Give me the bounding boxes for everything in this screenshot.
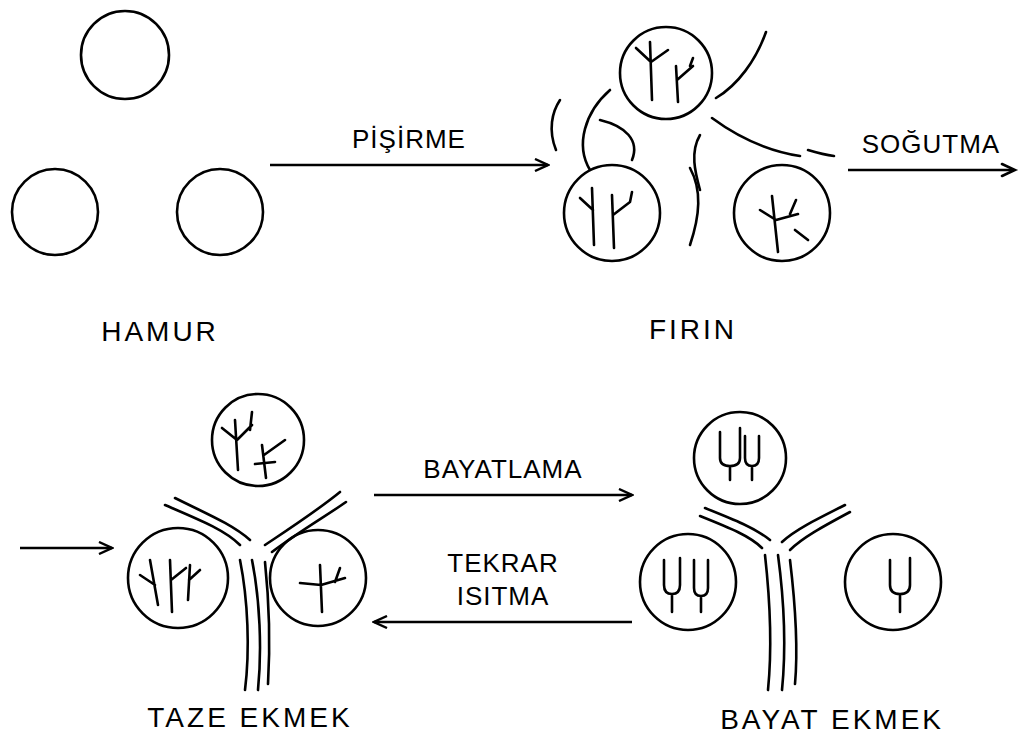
starch-stroke bbox=[552, 100, 560, 150]
starch-stroke bbox=[790, 512, 850, 550]
state-group: HAMUR bbox=[8, 8, 270, 352]
state-group: FIRIN bbox=[548, 20, 848, 350]
state-label: TAZE EKMEK bbox=[147, 703, 352, 734]
state-group: BAYAT EKMEK bbox=[632, 400, 948, 740]
process-label: SOĞUTMA bbox=[859, 128, 1003, 161]
starch-stroke bbox=[778, 555, 784, 690]
process-label: BAYATLAMA bbox=[420, 453, 585, 486]
starch-stroke bbox=[580, 188, 632, 248]
starch-stroke bbox=[212, 394, 304, 486]
starch-stroke bbox=[620, 27, 712, 119]
starch-stroke bbox=[700, 516, 762, 548]
state-label: HAMUR bbox=[101, 317, 219, 348]
starch-stroke bbox=[845, 534, 941, 630]
process-arrow bbox=[270, 164, 548, 166]
starch-stroke bbox=[600, 120, 634, 160]
starch-stroke bbox=[564, 165, 660, 261]
dough-granules bbox=[12, 11, 263, 255]
process-label: TEKRAR ISITMA bbox=[444, 547, 561, 612]
starch-stroke bbox=[177, 169, 263, 255]
state-label: FIRIN bbox=[649, 315, 737, 346]
starch-stroke bbox=[272, 502, 346, 552]
starch-stroke bbox=[720, 428, 759, 480]
starch-stroke bbox=[782, 505, 845, 542]
starch-stroke bbox=[240, 560, 248, 690]
fresh-bread-granules bbox=[128, 394, 366, 690]
starch-stroke bbox=[175, 498, 250, 540]
starch-stroke bbox=[265, 492, 340, 545]
starch-stroke bbox=[265, 562, 269, 684]
starch-stroke bbox=[790, 560, 796, 684]
starch-stroke bbox=[690, 168, 698, 245]
starch-stroke bbox=[808, 150, 834, 156]
starch-stroke bbox=[734, 165, 830, 261]
starch-stroke bbox=[890, 558, 910, 612]
process-arrow bbox=[374, 494, 632, 496]
starch-stroke bbox=[716, 32, 766, 98]
starch-stroke bbox=[765, 555, 770, 690]
starch-stroke bbox=[12, 169, 98, 255]
starch-stroke bbox=[140, 560, 200, 612]
process-label: PİŞİRME bbox=[349, 123, 469, 156]
starch-stroke bbox=[712, 118, 800, 156]
state-label: BAYAT EKMEK bbox=[720, 705, 944, 736]
starch-stroke bbox=[636, 42, 693, 102]
starch-stroke bbox=[705, 508, 770, 540]
starch-stroke bbox=[760, 196, 808, 252]
starch-stroke bbox=[300, 565, 345, 612]
stale-bread-granules bbox=[640, 412, 941, 690]
starch-stroke bbox=[222, 412, 285, 478]
process-arrow bbox=[374, 621, 632, 623]
starch-stroke bbox=[128, 528, 228, 628]
starch-stroke bbox=[81, 11, 169, 99]
starch-stroke bbox=[583, 90, 610, 170]
starch-stroke bbox=[694, 412, 786, 504]
starch-stroke bbox=[664, 558, 708, 612]
process-arrow bbox=[20, 170, 1014, 548]
state-group: TAZE EKMEK bbox=[112, 388, 374, 738]
starch-stroke bbox=[640, 534, 736, 630]
starch-stroke bbox=[252, 560, 260, 690]
oven-granules bbox=[552, 27, 834, 261]
